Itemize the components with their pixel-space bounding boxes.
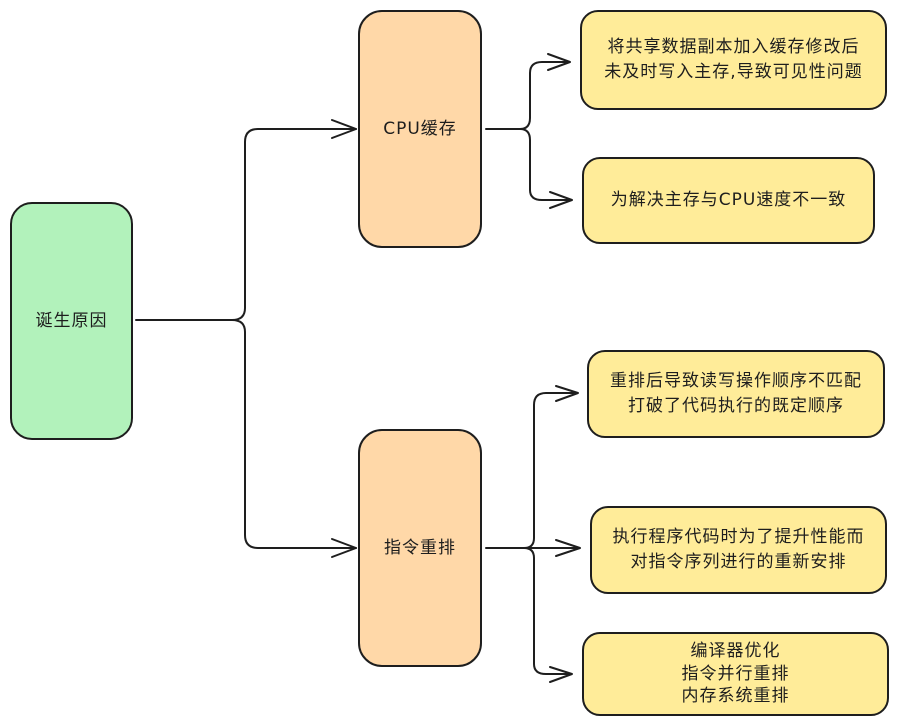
- branch-node-label: 指令重排: [384, 537, 456, 558]
- branch-node-cpu-cache[interactable]: CPU缓存: [358, 10, 482, 248]
- leaf-node-reorder-types[interactable]: 编译器优化 指令并行重排 内存系统重排: [582, 632, 889, 716]
- arrowhead: [331, 538, 357, 558]
- leaf-node-visibility-issue[interactable]: 将共享数据副本加入缓存修改后 未及时写入主存,导致可见性问题: [580, 10, 887, 110]
- edge-cpu-to-leaf-2: [519, 128, 571, 201]
- root-node-label: 诞生原因: [35, 310, 108, 331]
- arrowhead: [549, 666, 573, 683]
- edge-cpu-to-leaf-1: [485, 61, 569, 130]
- leaf-node-label: 编译器优化 指令并行重排 内存系统重排: [681, 640, 790, 707]
- arrowhead: [555, 385, 579, 402]
- leaf-node-speed-mismatch[interactable]: 为解决主存与CPU速度不一致: [582, 157, 875, 244]
- branch-node-label: CPU缓存: [383, 118, 457, 139]
- arrowhead: [549, 191, 573, 209]
- edge-root-to-instruction-reorder: [231, 319, 357, 549]
- arrowhead: [331, 119, 357, 139]
- arrowhead: [547, 53, 571, 71]
- leaf-node-label: 将共享数据副本加入缓存修改后 未及时写入主存,导致可见性问题: [604, 37, 863, 82]
- leaf-node-order-mismatch[interactable]: 重排后导致读写操作顺序不匹配 打破了代码执行的既定顺序: [587, 350, 885, 438]
- leaf-node-label: 重排后导致读写操作顺序不匹配 打破了代码执行的既定顺序: [610, 371, 862, 416]
- leaf-node-reorder-definition[interactable]: 执行程序代码时为了提升性能而 对指令序列进行的重新安排: [590, 506, 887, 594]
- branch-node-instruction-reorder[interactable]: 指令重排: [358, 429, 482, 667]
- leaf-node-label: 为解决主存与CPU速度不一致: [610, 190, 847, 211]
- leaf-node-label: 执行程序代码时为了提升性能而 对指令序列进行的重新安排: [612, 527, 865, 572]
- edge-root-to-cpu-cache: [135, 128, 357, 321]
- edge-reorder-to-leaf-1: [485, 392, 577, 549]
- edge-reorder-to-leaf-3: [523, 547, 571, 675]
- root-node-birth-reason[interactable]: 诞生原因: [10, 202, 133, 440]
- arrowhead: [555, 539, 581, 557]
